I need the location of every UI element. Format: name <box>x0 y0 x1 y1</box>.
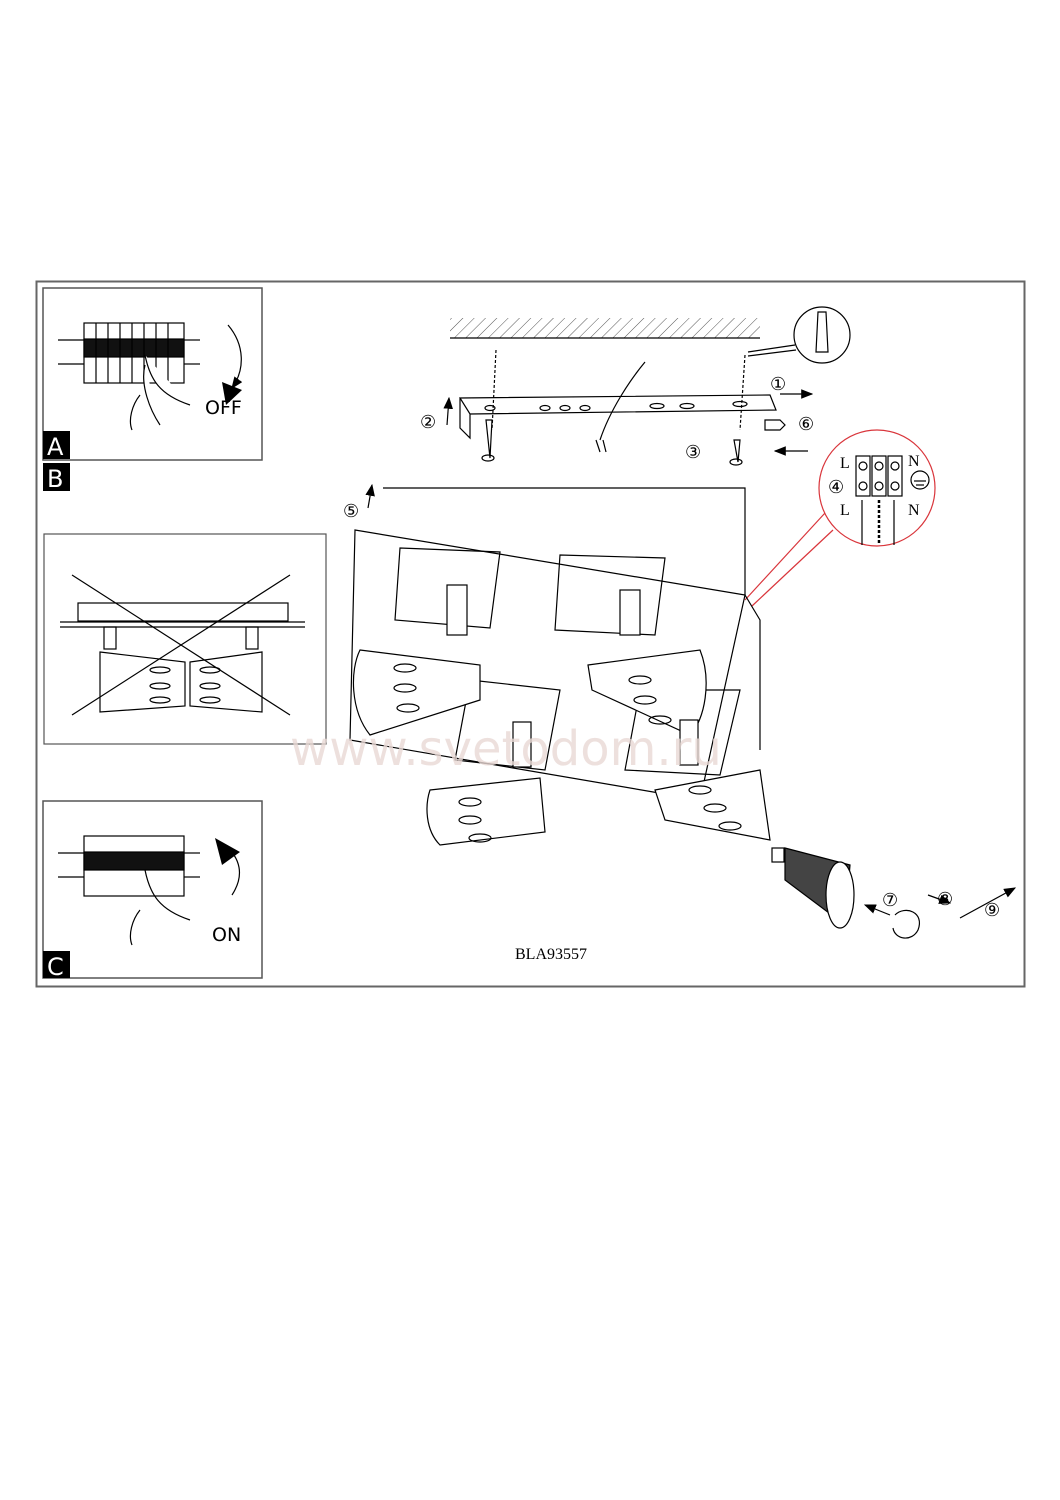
ground-icon <box>910 470 930 490</box>
panel-b-wrong-mounting <box>43 533 327 745</box>
watermark: www.svetodom.ru <box>290 721 722 777</box>
panel-b-label: B <box>47 465 63 493</box>
panel-a-label: A <box>47 433 64 461</box>
neutral-label-bottom: N <box>908 502 920 519</box>
neutral-label-top: N <box>908 453 920 470</box>
on-label: ON <box>212 924 241 946</box>
step-3: ③ <box>685 442 701 462</box>
outer-frame <box>35 280 1026 988</box>
rotate-arrow-icon <box>227 324 243 389</box>
wall-plug-magnifier <box>793 306 851 364</box>
step-7: ⑦ <box>882 890 898 910</box>
step-4: ④ <box>828 477 844 497</box>
ceiling-mount <box>450 306 851 466</box>
retaining-clip-icon <box>892 909 921 939</box>
step-1: ① <box>770 374 786 394</box>
hand-icon <box>129 354 191 431</box>
panel-c-label: C <box>47 953 64 981</box>
step-5: ⑤ <box>343 501 359 521</box>
live-label-top: L <box>840 455 850 472</box>
panel-a-switch-off: OFF A <box>42 287 263 461</box>
live-label-bottom: L <box>840 502 850 519</box>
panel-c-switch-on: ON C <box>42 800 263 981</box>
screw-icon <box>733 439 741 463</box>
model-code: BLA93557 <box>515 946 587 963</box>
cable-icon <box>595 361 646 453</box>
wiring-detail-callout: L N L N <box>744 429 936 607</box>
step-2: ② <box>420 412 436 432</box>
gu10-bulb-icon <box>771 847 921 939</box>
step-9: ⑨ <box>984 900 1000 920</box>
bolt-icon <box>764 419 786 431</box>
spotlights <box>352 584 771 846</box>
screw-icon <box>485 419 493 459</box>
off-label: OFF <box>205 397 242 419</box>
breaker-panel-icon <box>58 322 200 384</box>
mounting-bracket <box>458 394 777 440</box>
step-6: ⑥ <box>798 414 814 434</box>
